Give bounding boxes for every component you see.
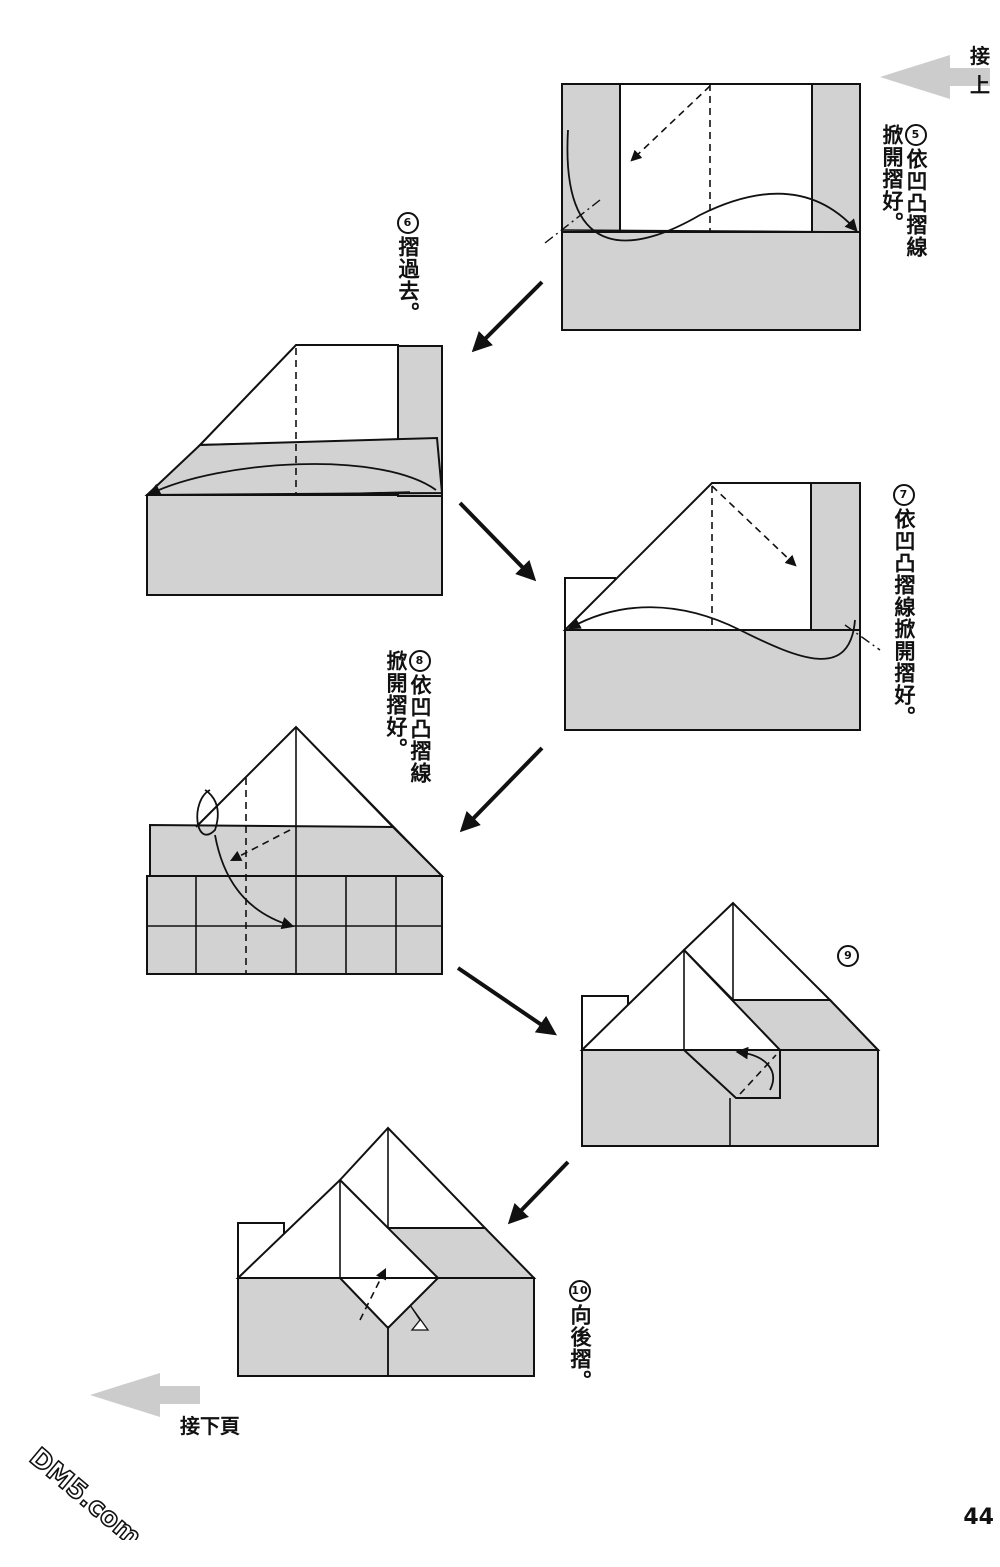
watermark-text: DM5.com <box>24 1442 140 1540</box>
flow-arrow-9-10 <box>507 1160 570 1225</box>
next-page-label: 接下頁 <box>180 1414 240 1438</box>
step-5-figure <box>544 83 861 331</box>
step-8-number: 8 <box>409 650 431 672</box>
step-5-text: 依凹凸摺線 掀開摺好。 <box>880 124 928 258</box>
step-10-figure <box>235 1126 537 1377</box>
step-7-number: 7 <box>893 484 915 506</box>
step-8-instruction: 8依凹凸摺線 掀開摺好。 <box>384 650 456 800</box>
prev-page-label: 接上 <box>970 44 990 97</box>
step-6-number: 6 <box>397 212 419 234</box>
step-7-text: 依凹凸摺線掀開摺好。 <box>892 508 916 728</box>
flow-arrow-7-8 <box>459 746 544 833</box>
next-page-arrow-icon <box>90 1373 200 1417</box>
flow-arrow-5-6 <box>471 280 544 353</box>
step-10-text: 向後摺。 <box>568 1304 592 1392</box>
step-8-text: 依凹凸摺線 掀開摺好。 <box>384 650 432 784</box>
step-5-number: 5 <box>905 124 927 146</box>
step-7-figure <box>562 482 881 731</box>
step-6-figure <box>144 344 444 596</box>
flow-arrow-6-7 <box>458 501 537 582</box>
page-number: 44 <box>963 1505 994 1530</box>
step-8-figure <box>146 725 445 975</box>
dm5-watermark-logo: DM5.com <box>23 1442 140 1540</box>
step-7-instruction: 7依凹凸摺線掀開摺好。 <box>892 484 940 734</box>
step-10-number: 10 <box>569 1280 591 1302</box>
flow-arrow-8-9 <box>456 966 557 1036</box>
step-10-instruction: 10向後摺。 <box>568 1280 616 1410</box>
step-9-figure <box>579 901 881 1147</box>
prev-page-arrow-icon <box>880 55 990 99</box>
step-6-instruction: 6摺過去。 <box>396 212 444 352</box>
step-9-number: 9 <box>837 945 859 967</box>
step-6-text: 摺過去。 <box>396 236 420 324</box>
step-5-instruction: 5依凹凸摺線 掀開摺好。 <box>880 124 952 304</box>
step-9-instruction: 9 <box>837 944 859 969</box>
